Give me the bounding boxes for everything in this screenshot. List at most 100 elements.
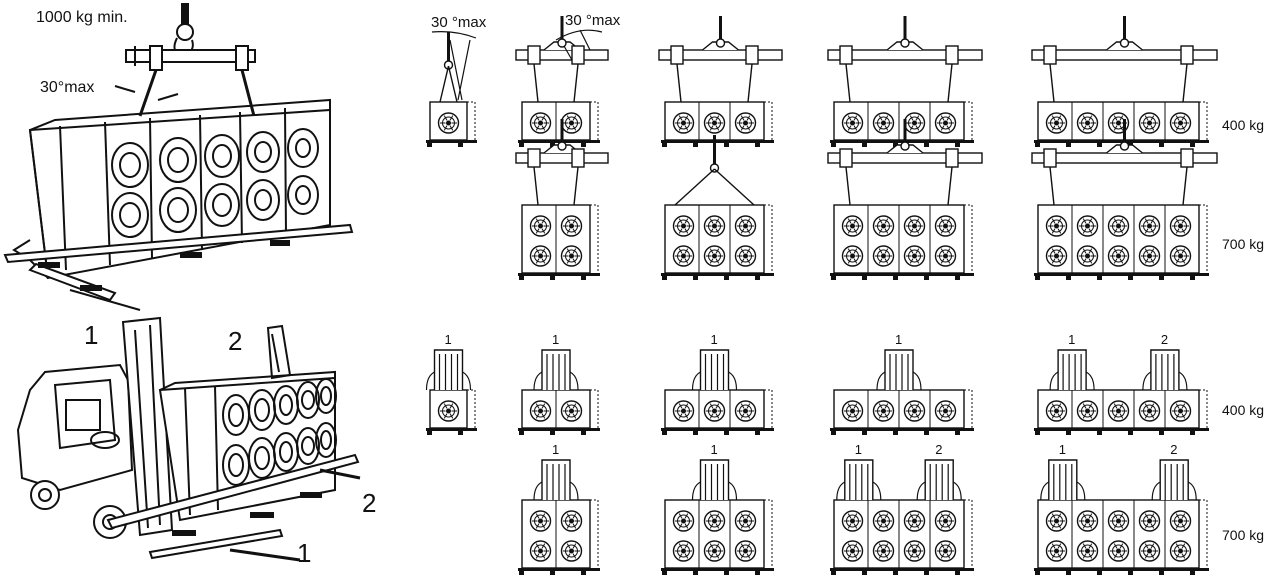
fan-unit-icon: [437, 400, 460, 422]
fan-unit-icon: [841, 540, 864, 562]
fork-position-label: 1: [711, 442, 718, 457]
fan-unit-icon: [841, 510, 864, 532]
fan-unit-icon: [560, 215, 583, 237]
fan-unit-icon: [934, 540, 957, 562]
fork-position-label: 1: [1059, 442, 1066, 457]
fan-unit-icon: [1076, 400, 1099, 422]
fan-unit-icon: [872, 215, 895, 237]
fork-mast-icon: 1: [691, 332, 738, 391]
fork-position-label: 1: [1068, 332, 1075, 347]
crane-min-load-label: 1000 kg min.: [36, 9, 128, 26]
single-sling-lift: [439, 32, 458, 103]
fan-unit-icon: [529, 215, 552, 237]
fan-unit-icon: [703, 510, 726, 532]
fan-unit-icon: [529, 112, 552, 134]
fan-unit: [1034, 389, 1209, 435]
fan-unit-icon: [672, 245, 695, 267]
fan-unit: [518, 499, 600, 575]
crane-hook-icon: [173, 3, 194, 58]
angle-label-beam: 30 °max: [565, 12, 621, 29]
fan-unit-icon: [1107, 400, 1130, 422]
fork-mast-icon: 1: [533, 332, 579, 391]
fan-unit-icon: [560, 112, 583, 134]
fan-unit-icon: [903, 112, 926, 134]
fan-unit-icon: [872, 112, 895, 134]
crane-hook-icon: [900, 119, 910, 151]
fan-unit: [1034, 204, 1209, 280]
fork-mast-icon: 1: [425, 332, 472, 391]
fork-position-label: 2: [935, 442, 942, 457]
fan-unit-icon: [1169, 245, 1192, 267]
fan-unit-icon: [841, 215, 864, 237]
fan-unit-icon: [903, 510, 926, 532]
fan-unit-icon: [529, 245, 552, 267]
fork-mast-icon: 1: [533, 442, 579, 501]
fork-position-label: 1: [855, 442, 862, 457]
spreader-beam-icon: [827, 119, 983, 206]
fan-unit-icon: [1076, 510, 1099, 532]
forklift-lift-grid: 1 1 1 1 1 2 1 1 1 2 1 2: [425, 332, 1209, 575]
fan-unit-icon: [734, 245, 757, 267]
fork-mast-icon: 1: [836, 442, 882, 501]
fork-mast-icon: 1: [1049, 332, 1095, 391]
fan-unit-icon: [1076, 245, 1099, 267]
crane-hook-icon: [557, 16, 567, 48]
fan-unit-icon: [1045, 215, 1068, 237]
fan-unit: [661, 204, 774, 280]
fork-mast-icon: 1: [876, 332, 922, 391]
row-label-crane-400: 400 kg: [1222, 117, 1264, 133]
fork-mast-icon: 2: [1142, 332, 1188, 391]
fan-unit-icon: [1045, 245, 1068, 267]
forklift-icon: [16, 316, 361, 562]
fan-unit: [518, 389, 600, 435]
single-sling-lift: [674, 135, 755, 206]
fan-unit-icon: [1076, 215, 1099, 237]
fan-grid: [111, 128, 319, 238]
fan-unit-icon: [872, 540, 895, 562]
fan-unit-icon: [672, 112, 695, 134]
fan-unit-icon: [903, 400, 926, 422]
fan-unit-icon: [903, 215, 926, 237]
fan-unit-icon: [841, 245, 864, 267]
fan-unit-icon: [934, 400, 957, 422]
fan-unit: [830, 101, 974, 147]
fan-unit-icon: [560, 510, 583, 532]
fan-unit-icon: [934, 510, 957, 532]
fork-position-label: 2: [1161, 332, 1168, 347]
fork-position-label: 1: [711, 332, 718, 347]
spreader-beam-icon: [125, 45, 256, 71]
forklift-label-1-bottom: 1: [297, 538, 311, 568]
fan-unit-icon: [1045, 400, 1068, 422]
fork-position-label: 2: [1170, 442, 1177, 457]
fan-unit-icon: [934, 112, 957, 134]
fan-unit-icon: [1045, 510, 1068, 532]
fan-unit-icon: [703, 112, 726, 134]
fork-mast-icon: 2: [916, 442, 962, 501]
spreader-beam-icon: [515, 119, 609, 206]
fan-unit-icon: [903, 245, 926, 267]
fan-unit-icon: [1045, 112, 1068, 134]
row-label-crane-700: 700 kg: [1222, 236, 1264, 252]
spreader-beam-icon: [1031, 16, 1218, 103]
fan-unit-icon: [1138, 215, 1161, 237]
crane-hook-icon: [900, 16, 910, 48]
fan-unit-icon: [560, 245, 583, 267]
fan-unit: [1034, 499, 1209, 575]
crated-unit: [3, 98, 354, 311]
fan-unit-icon: [734, 400, 757, 422]
fan-unit-icon: [1076, 540, 1099, 562]
fan-unit-icon: [872, 400, 895, 422]
fan-unit-icon: [1138, 400, 1161, 422]
crane-lift-grid: [426, 16, 1218, 280]
forklift-label-2-side: 2: [362, 488, 376, 518]
fork-mast-icon: 1: [1040, 442, 1086, 501]
fan-unit-icon: [1107, 215, 1130, 237]
fan-unit-icon: [934, 215, 957, 237]
fan-unit-icon: [1138, 112, 1161, 134]
fan-unit: [426, 101, 477, 147]
spreader-beam-icon: [515, 16, 609, 103]
fan-unit: [661, 101, 774, 147]
spreader-beam-icon: [658, 16, 783, 103]
fan-unit-icon: [672, 400, 695, 422]
